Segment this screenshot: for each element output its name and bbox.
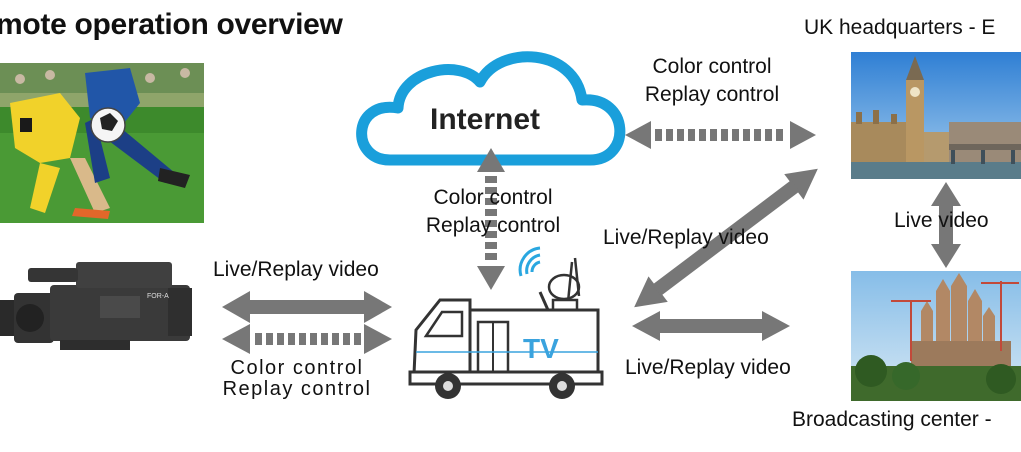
arrow-internet-truck <box>477 148 505 290</box>
color-control-text: Color control <box>433 186 553 209</box>
control-label-camera: Color control Replay control <box>208 358 386 400</box>
video-label-diagonal: Live/Replay video <box>603 226 769 249</box>
video-label-live: Live video <box>894 209 989 232</box>
cloud-icon <box>356 51 626 166</box>
arrow-uk-barcelona <box>931 182 961 268</box>
soccer-photo <box>0 63 204 223</box>
arrow-internet-uk <box>625 121 816 149</box>
camera-icon <box>0 262 192 350</box>
page-title: mote operation overview <box>0 8 343 41</box>
place-label-broadcast: Broadcasting center - <box>792 408 992 431</box>
control-label-top-right: Color control Replay control <box>630 53 794 109</box>
arrow-truck-barcelona <box>632 311 790 341</box>
control-label-center: Color control Replay control <box>408 184 578 240</box>
cloud-label: Internet <box>430 103 541 136</box>
arrow-camera-truck-control <box>222 324 392 354</box>
replay-control-text: Replay control <box>425 214 561 237</box>
camera-brand-label: FOR-A <box>147 293 169 300</box>
color-control-text: Color control <box>652 55 772 78</box>
barcelona-photo <box>851 271 1021 401</box>
arrow-camera-truck-video <box>222 291 392 323</box>
video-label-right: Live/Replay video <box>625 356 791 379</box>
arrow-truck-uk <box>634 168 818 308</box>
replay-control-text: Replay control <box>222 378 372 400</box>
tv-truck-icon <box>408 246 604 399</box>
replay-control-text: Replay control <box>644 83 780 106</box>
color-control-text: Color control <box>230 357 364 379</box>
tv-label: TV <box>523 333 559 364</box>
place-label-uk: UK headquarters - E <box>804 16 996 39</box>
video-label-camera: Live/Replay video <box>213 258 379 281</box>
london-photo <box>851 52 1021 179</box>
